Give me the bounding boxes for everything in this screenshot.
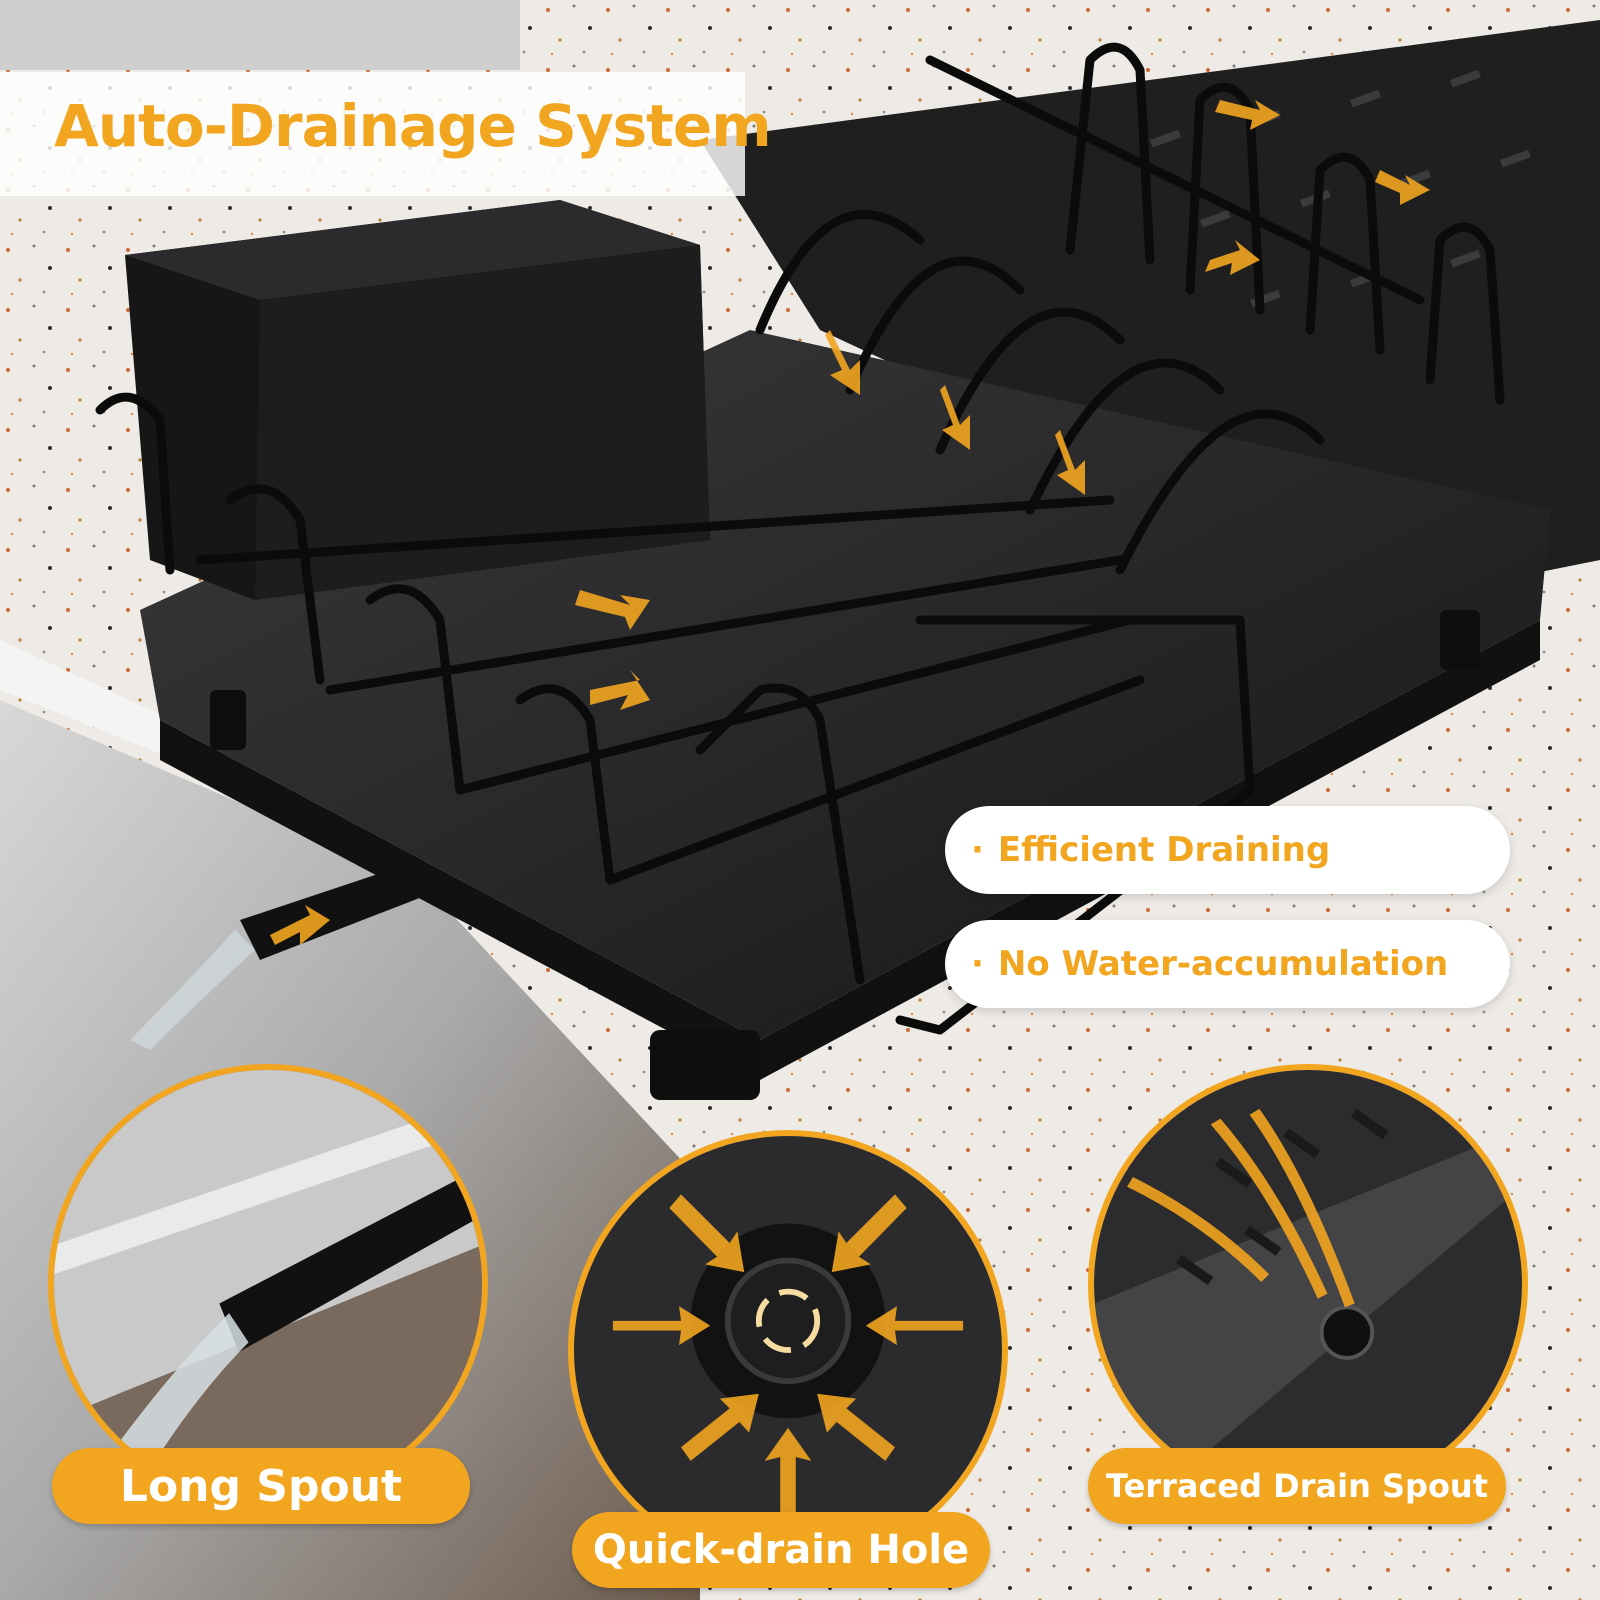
detail-long-spout — [48, 1064, 488, 1504]
detail-terraced-drain-spout — [1088, 1064, 1528, 1504]
title-banner — [0, 72, 745, 196]
label-long-spout: Long Spout — [52, 1448, 470, 1524]
bullet: · — [971, 944, 984, 984]
bullet: · — [971, 830, 984, 870]
detail-quick-drain-hole — [568, 1130, 1008, 1570]
feature-label: No Water-accumulation — [997, 944, 1449, 984]
feature-label: Efficient Draining — [997, 830, 1331, 870]
label-quick-drain-hole: Quick-drain Hole — [572, 1512, 990, 1588]
label-terraced-drain-spout: Terraced Drain Spout — [1088, 1448, 1506, 1524]
feature-efficient-draining: · Efficient Draining — [945, 806, 1510, 894]
feature-no-water-accumulation: · No Water-accumulation — [945, 920, 1510, 1008]
drain-hole-icon — [574, 1136, 1002, 1564]
water-spout-icon — [54, 1070, 482, 1498]
terraced-tray-icon — [1094, 1070, 1522, 1498]
page-title: Auto-Drainage System — [54, 92, 772, 160]
